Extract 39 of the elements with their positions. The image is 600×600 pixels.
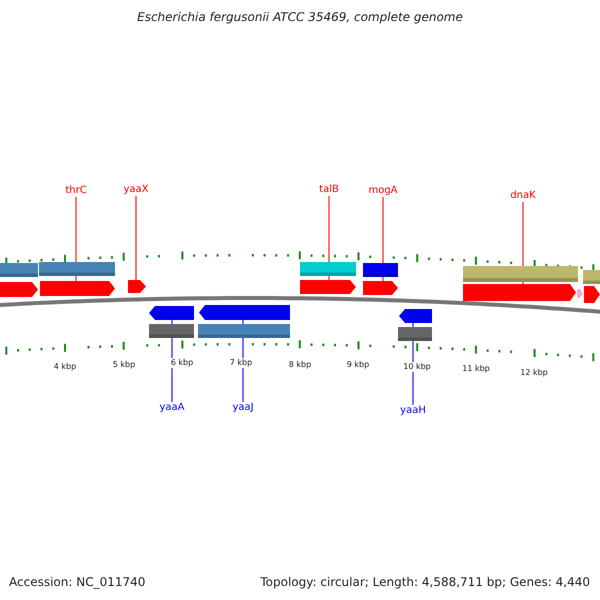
gene-feature bbox=[199, 305, 290, 320]
feature-bar bbox=[300, 262, 356, 276]
scale-label: 4 kbp bbox=[52, 362, 78, 372]
title: Escherichia fergusonii ATCC 35469, complete genome bbox=[136, 10, 464, 24]
gene-label: yaaH bbox=[400, 405, 426, 417]
gene-label: talB bbox=[319, 184, 339, 196]
gene-label: thrC bbox=[65, 185, 87, 197]
scale-label: 10 kbp bbox=[402, 362, 432, 372]
feature-bar bbox=[39, 262, 115, 276]
feature-bar bbox=[583, 270, 600, 284]
gene-feature bbox=[0, 282, 38, 297]
gene-label: yaaX bbox=[123, 184, 149, 196]
feature-bar bbox=[363, 263, 398, 277]
scale-label: 9 kbp bbox=[346, 360, 370, 370]
gene-label: yaaA bbox=[160, 402, 184, 414]
scale-label: 8 kbp bbox=[288, 360, 312, 370]
scale-label: 12 kbp bbox=[519, 368, 549, 378]
gene-feature bbox=[128, 280, 146, 293]
gene-feature bbox=[40, 281, 115, 296]
feature-bar bbox=[463, 266, 578, 282]
gene-feature bbox=[363, 281, 398, 295]
genome-stats-text: Topology: circular; Length: 4,588,711 bp; Genes: 4,440 bbox=[260, 575, 590, 589]
feature-bar bbox=[149, 324, 194, 338]
feature-bar bbox=[198, 324, 290, 338]
gene-feature bbox=[463, 284, 576, 301]
accession-text: Accession: NC_011740 bbox=[9, 575, 146, 589]
gene-label: yaaJ bbox=[232, 402, 254, 414]
feature-bar bbox=[0, 263, 38, 277]
scale-label: 7 kbp bbox=[228, 358, 254, 368]
gene-label: mogA bbox=[368, 185, 398, 197]
gene-feature bbox=[149, 306, 194, 320]
feature-bar bbox=[398, 327, 432, 341]
gene-feature bbox=[584, 286, 600, 303]
gene-feature bbox=[399, 309, 432, 323]
scale-label: 6 kbp bbox=[170, 358, 194, 368]
scale-label: 11 kbp bbox=[461, 364, 491, 374]
gene-feature bbox=[300, 280, 356, 294]
scale-label: 5 kbp bbox=[112, 360, 136, 370]
gene-label: dnaK bbox=[510, 190, 536, 202]
